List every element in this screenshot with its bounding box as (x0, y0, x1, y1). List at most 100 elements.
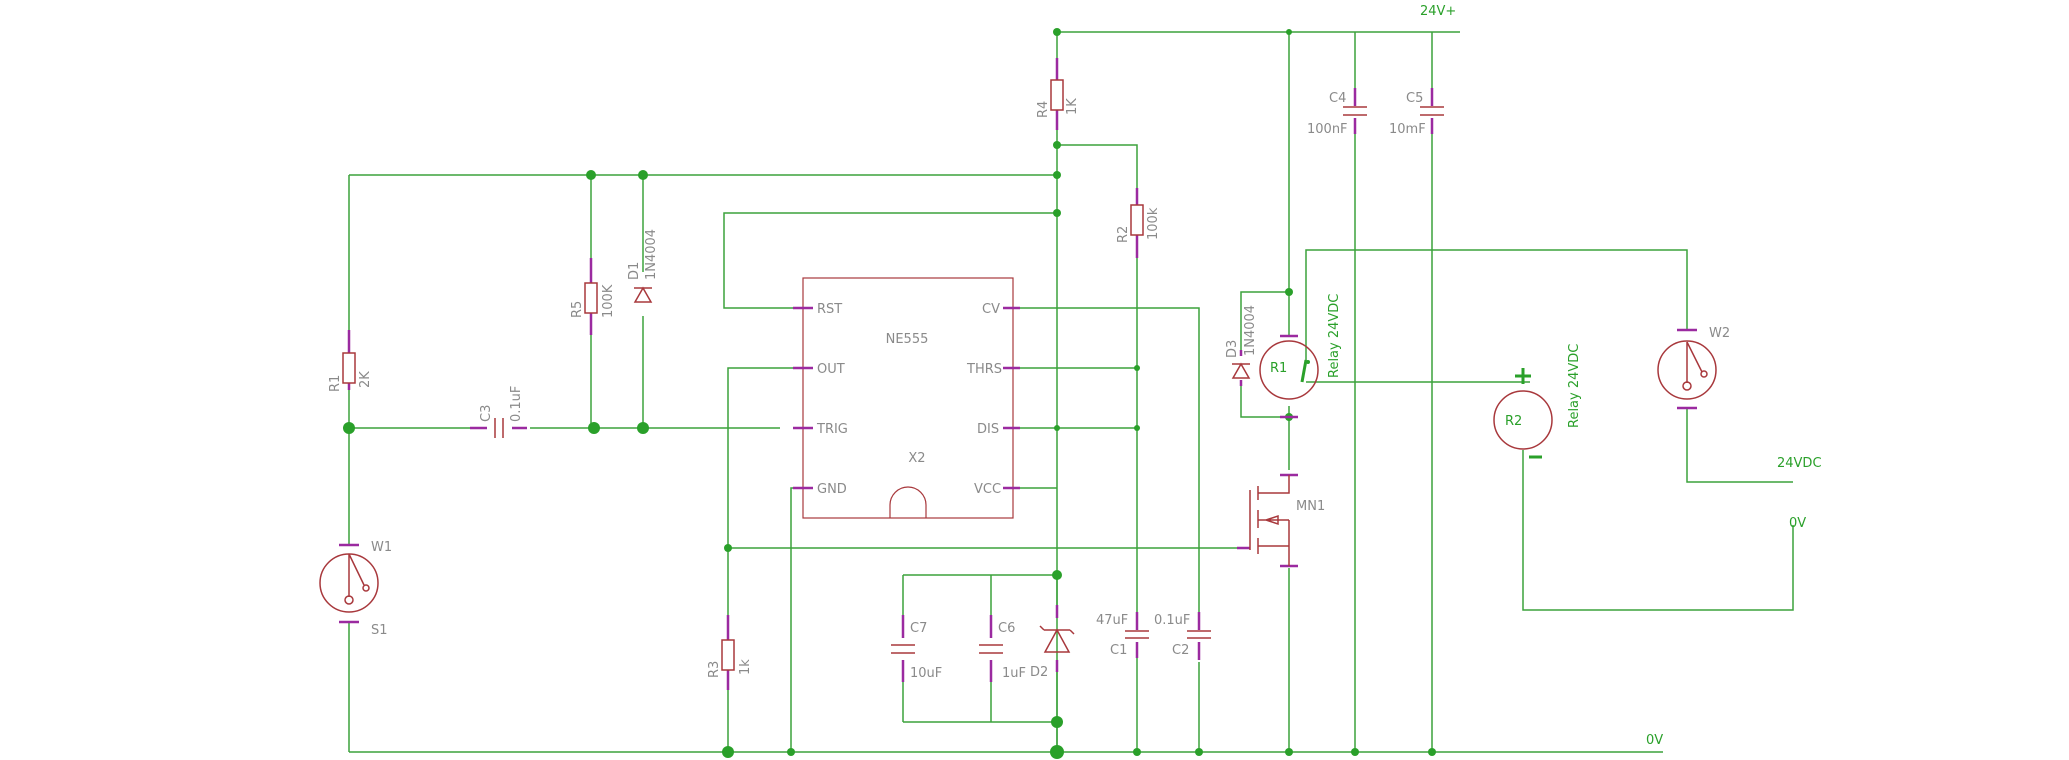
zener-d2: D2 (1030, 605, 1075, 680)
ic-pin-label-gnd: GND (817, 482, 847, 497)
junction (637, 422, 649, 434)
relay2-plus-icon (1515, 368, 1531, 384)
ic-pin-label-vcc: VCC (974, 482, 1001, 497)
mn1-ref: MN1 (1296, 499, 1325, 514)
junction (1285, 748, 1293, 756)
c4-ref: C4 (1329, 91, 1346, 106)
c3-ref: C3 (479, 405, 494, 422)
w1-ref: W1 (371, 540, 392, 555)
d3-body (1231, 362, 1251, 379)
s1-ref: S1 (371, 623, 388, 638)
ic-pin-label-trig: TRIG (816, 422, 848, 437)
w2-contact (1700, 370, 1708, 378)
ic-pin-label-out: OUT (817, 362, 845, 377)
junction (1051, 716, 1063, 728)
resistor-r3: R3 1k (707, 615, 753, 690)
c5-plates (1420, 106, 1444, 116)
d3-ref: D3 (1225, 340, 1240, 358)
relay2-value: Relay 24VDC (1567, 344, 1582, 428)
w2-contact (1682, 381, 1692, 391)
r4-body (1050, 79, 1064, 111)
gnd-pin-wire (790, 487, 793, 752)
c3-value: 0.1uF (509, 386, 524, 422)
r4-value: 1K (1065, 98, 1080, 115)
junction (787, 748, 795, 756)
mn1-body (1258, 475, 1290, 566)
junction (1053, 209, 1061, 217)
r4-r2-wire (1057, 144, 1138, 630)
r1-ref: R1 (328, 375, 343, 392)
d1-body (633, 286, 653, 303)
capacitor-c7: C7 10uF (891, 615, 942, 682)
resistor-r1: R1 2K (328, 330, 373, 392)
relay1-switch-wire (1305, 249, 1688, 360)
relay1-contact-dot (1306, 360, 1310, 364)
w1-contact (344, 595, 354, 605)
right-0v-label: 0V (1789, 516, 1806, 531)
right-24vdc-label: 24VDC (1777, 456, 1822, 471)
ic-pin-label-thrs: THRS (966, 362, 1002, 377)
wires (348, 31, 1794, 753)
vcc-net-label: 24V+ (1420, 4, 1456, 19)
relay1-body (1259, 340, 1319, 400)
relay1-value: Relay 24VDC (1327, 294, 1342, 378)
relay2-ref: R2 (1505, 414, 1522, 429)
ic-ref: X2 (908, 451, 925, 466)
r1-body (342, 352, 356, 384)
w2-out-wire (1686, 408, 1793, 483)
junction (1133, 748, 1141, 756)
relay1-pin (1280, 334, 1298, 419)
mn1-gate (1249, 486, 1259, 554)
c6-ref: C6 (998, 621, 1015, 636)
diode-d1: D1 1N4004 (627, 229, 659, 303)
ic-name: NE555 (886, 332, 929, 347)
switch-w1: W1 S1 (319, 540, 392, 638)
junction (638, 170, 648, 180)
junction (1050, 745, 1064, 759)
junction (1286, 29, 1292, 35)
ic-body (802, 277, 1014, 519)
junction (724, 544, 732, 552)
c2-ref: C2 (1172, 643, 1189, 658)
c4-plates (1343, 106, 1367, 116)
relay-r1: R1 Relay 24VDC (1259, 294, 1342, 419)
mosfet-mn1: MN1 (1237, 473, 1325, 568)
junction (1134, 425, 1140, 431)
w2-body (1657, 340, 1717, 400)
resistor-r5: R5 100K (570, 258, 616, 335)
rst-loop-wire (723, 212, 1057, 309)
ne555-ic: RST OUT TRIG GND CV THRS DIS VCC NE555 X… (793, 277, 1020, 519)
r5-value: 100K (601, 284, 616, 318)
d1-value: 1N4004 (644, 229, 659, 280)
capacitor-c6: C6 1uF (979, 615, 1026, 682)
junction (1053, 171, 1061, 179)
r3-ref: R3 (707, 661, 722, 678)
junction (1052, 570, 1062, 580)
w2-pin (1677, 328, 1697, 410)
c2-plates (1187, 630, 1211, 639)
d2-ref: D2 (1030, 665, 1048, 680)
c5-value: 10mF (1389, 122, 1426, 137)
junctions (343, 28, 1436, 759)
c4-value: 100nF (1307, 122, 1348, 137)
ic-pin-label-rst: RST (817, 302, 842, 317)
cv-wire (1020, 307, 1200, 752)
r5-ref: R5 (570, 301, 585, 318)
diode-d3: D3 1N4004 (1225, 305, 1258, 386)
c6-value: 1uF (1002, 666, 1026, 681)
resistor-r4: R4 1K (1036, 58, 1080, 130)
r2-ref: R2 (1116, 226, 1131, 243)
r5-body (584, 282, 598, 314)
c3-plates (494, 418, 504, 438)
capacitor-c5: C5 10mF (1389, 88, 1444, 137)
junction (588, 422, 600, 434)
r1-value: 2K (358, 371, 373, 388)
w2-lever (1686, 341, 1703, 383)
junction (1053, 28, 1061, 36)
c1-value: 47uF (1096, 613, 1128, 628)
out-wire (727, 367, 1237, 549)
junction (343, 422, 355, 434)
c7-ref: C7 (910, 621, 927, 636)
junction (1134, 365, 1140, 371)
